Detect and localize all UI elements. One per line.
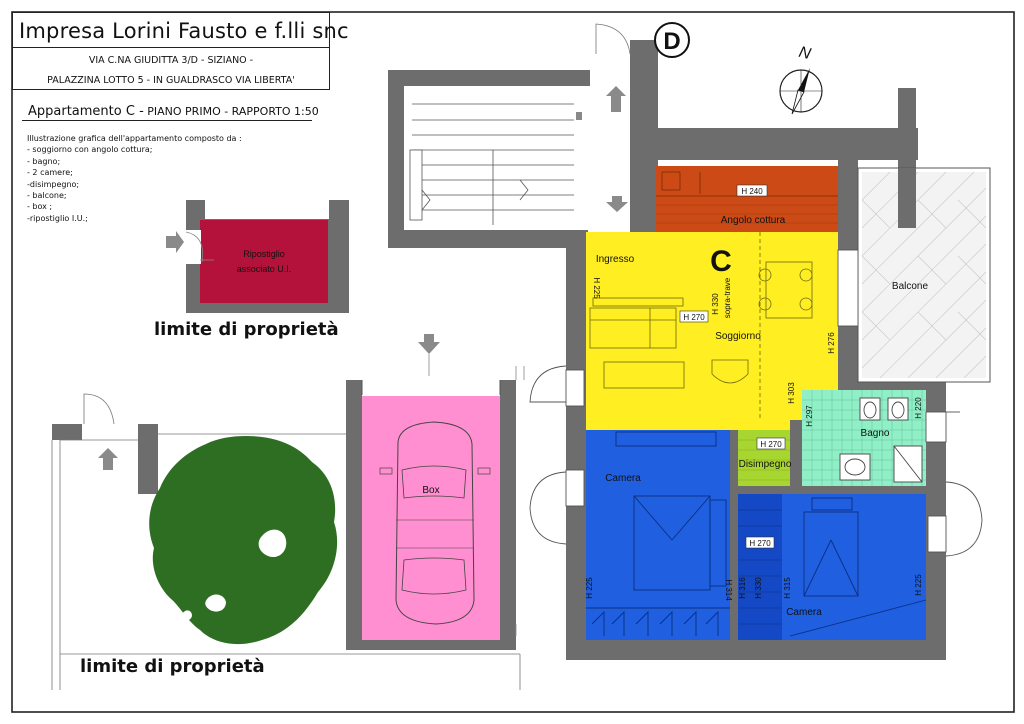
building-marker-circle — [654, 22, 690, 58]
description-item: - 2 camere; — [27, 168, 73, 178]
height-bedroom-2-west: H 315 — [783, 577, 792, 599]
bed-1 — [586, 431, 730, 636]
balcony — [857, 167, 991, 383]
title-divider — [13, 47, 329, 48]
height-entrance: H 225 — [592, 277, 601, 299]
description-item: -disimpegno; — [27, 179, 80, 189]
corridor-texture — [738, 509, 782, 625]
description-item: - balcone; — [27, 191, 67, 201]
room-label-entrance: Ingresso — [596, 254, 635, 265]
garden — [51, 393, 521, 690]
room-label-bedroom-2: Camera — [786, 607, 822, 618]
property-limit-label: limite di proprietà — [154, 319, 339, 340]
living-furniture — [589, 232, 813, 420]
room-label-storage-1: Ripostiglio — [243, 249, 285, 259]
garage — [346, 380, 530, 650]
entry-arrow-apartment — [606, 196, 628, 212]
tree — [149, 436, 338, 645]
apartment-marker-circle — [705, 244, 737, 276]
storage-unit — [185, 200, 349, 313]
description-item: - soggiorno con angolo cottura; — [27, 145, 153, 155]
height-bedroom-2-east: H 225 — [914, 574, 923, 596]
room-label-balcony: Balcone — [892, 281, 929, 292]
height-living-east: H 276 — [827, 332, 836, 354]
room-label-living: Soggiorno — [715, 331, 761, 342]
apartment-title: Appartamento C - — [28, 104, 144, 119]
description-item: - bagno; — [27, 156, 61, 166]
room-corridor — [738, 494, 782, 640]
title-block: Impresa Lorini Fausto e f.lli snc VIA C.… — [12, 12, 349, 90]
apartment-marker-label: C — [710, 245, 732, 278]
room-living-lower — [586, 390, 838, 430]
room-label-kitchen: Angolo cottura — [721, 215, 786, 226]
doors — [529, 249, 983, 557]
apartment-heading: Appartamento C - PIANO PRIMO - RAPPORTO … — [28, 104, 319, 119]
description-title: Illustrazione grafica dell'appartamento … — [27, 134, 242, 143]
room-bedroom-2 — [782, 494, 926, 640]
address-line-2: PALAZZINA LOTTO 5 - IN GUALDRASCO VIA LI… — [47, 75, 295, 86]
bathroom-fixtures — [839, 397, 923, 483]
room-label-bedroom-1: Camera — [605, 473, 641, 484]
apartment-description: Illustrazione grafica dell'appartamento … — [27, 133, 242, 224]
entry-arrow-garden — [98, 448, 118, 470]
height-beam-note: sopra-trave — [723, 277, 732, 318]
entry-arrow-stairs — [606, 86, 626, 112]
building-marker-label: D — [663, 28, 680, 55]
height-bedroom-1-west: H 225 — [585, 577, 594, 599]
height-living-beam: H 330 — [711, 293, 720, 315]
height-box-kitchen — [736, 184, 768, 197]
height-bedroom-1-east: H 314 — [724, 579, 733, 601]
north-label: N — [797, 44, 813, 63]
room-label-hallway: Disimpegno — [739, 459, 792, 470]
room-label-bathroom: Bagno — [861, 428, 890, 439]
apartment-heading-rule — [22, 120, 312, 121]
room-label-box: Box — [422, 485, 439, 496]
height-corridor-east: H 330 — [754, 577, 763, 599]
kitchen-texture — [656, 204, 838, 224]
height-living: H 270 — [683, 313, 705, 322]
entry-arrow-storage — [166, 231, 184, 253]
height-bathroom-east: H 220 — [914, 397, 923, 419]
height-box-corridor — [745, 536, 775, 549]
entry-arrow-garage — [418, 334, 440, 354]
height-box-hallway — [756, 437, 786, 450]
description-item: -ripostiglio I.U.; — [27, 213, 88, 223]
company-name: Impresa Lorini Fausto e f.lli snc — [19, 19, 349, 43]
north-compass-icon — [779, 68, 823, 115]
room-bedroom-1 — [586, 430, 730, 640]
apartment-subtitle: PIANO PRIMO - RAPPORTO 1:50 — [147, 105, 319, 118]
bed-2 — [789, 497, 927, 637]
car-outline — [395, 421, 475, 625]
stairwell — [388, 23, 918, 248]
description-item: - box ; — [27, 202, 53, 212]
room-kitchen — [656, 166, 838, 232]
height-corridor-west: H 316 — [738, 577, 747, 599]
height-hallway: H 270 — [760, 440, 782, 449]
room-label-storage-2: associato U.I. — [237, 264, 292, 274]
page-border — [11, 11, 1015, 713]
height-corridor: H 270 — [749, 539, 771, 548]
height-living-south: H 303 — [787, 382, 796, 404]
property-limit-label: limite di proprietà — [80, 656, 265, 677]
height-kitchen: H 240 — [741, 187, 763, 196]
height-bathroom-west: H 297 — [805, 405, 814, 427]
height-box-living — [679, 310, 709, 323]
tree-holes — [182, 529, 287, 621]
address-line-1: VIA C.NA GIUDITTA 3/D - SIZIANO - — [88, 55, 254, 66]
